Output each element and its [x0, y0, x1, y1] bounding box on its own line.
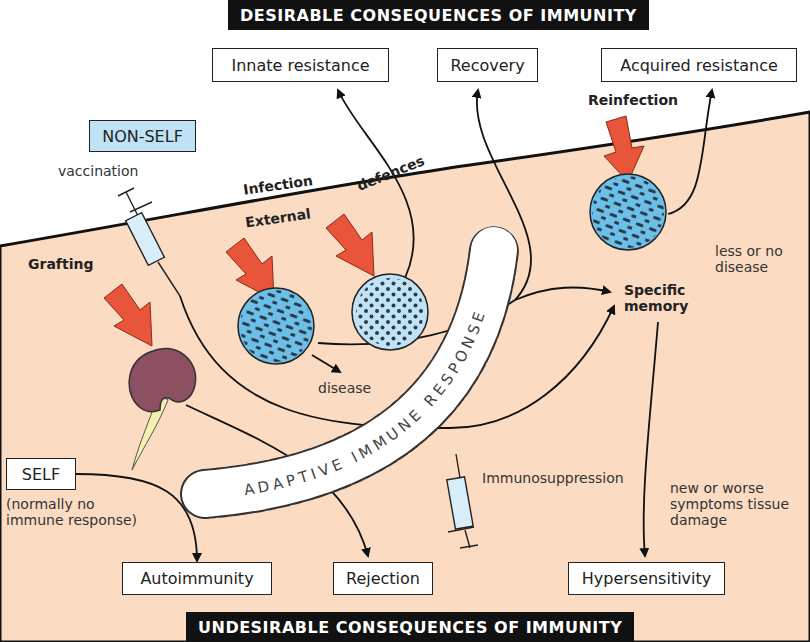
- outcome-box: Autoimmunity: [122, 562, 272, 595]
- outcome-box: Acquired resistance: [601, 48, 797, 82]
- box-label: Recovery: [442, 56, 532, 75]
- note-label: Specific memory: [624, 282, 700, 314]
- kidney: [129, 348, 196, 411]
- note-label: vaccination: [58, 163, 138, 179]
- non-self-box: NON-SELF: [89, 120, 196, 152]
- note-label: Infection: [242, 172, 314, 198]
- outcome-box: Recovery: [437, 48, 538, 82]
- note-label: disease: [318, 380, 371, 396]
- box-label: SELF: [14, 465, 68, 484]
- box-label: Autoimmunity: [132, 569, 261, 588]
- reinfection-arrow: [668, 90, 712, 214]
- band-label: ADAPTIVE IMMUNE RESPONSE: [243, 306, 490, 499]
- box-label: NON-SELF: [94, 127, 191, 146]
- note-label: (normally no immune response): [6, 496, 156, 528]
- band-text-guide: [205, 250, 499, 500]
- infection-circle: [238, 288, 314, 364]
- self-box: SELF: [6, 458, 76, 490]
- outcome-box: Hypersensitivity: [568, 562, 725, 595]
- graft-line: [186, 405, 368, 556]
- band-label-path: ADAPTIVE IMMUNE RESPONSE: [243, 306, 490, 499]
- immunosuppression-syringe: [447, 454, 478, 548]
- note-label: new or worse symptoms tissue damage: [670, 480, 798, 528]
- box-label: Innate resistance: [223, 56, 377, 75]
- note-label: Reinfection: [588, 92, 678, 108]
- band-fill: [205, 250, 494, 494]
- caption-banner: UNDESIRABLE CONSEQUENCES OF IMMUNITY: [186, 612, 634, 642]
- outcome-box: Innate resistance: [212, 48, 389, 82]
- reinfection-circle: [590, 174, 666, 250]
- graft-entry-arrow: [104, 284, 152, 346]
- title-banner: DESIRABLE CONSEQUENCES OF IMMUNITY: [228, 0, 649, 30]
- recovery-arrow: [477, 90, 531, 300]
- defence-circle: [352, 274, 428, 350]
- note-label: Immunosuppression: [482, 470, 624, 486]
- box-label: Rejection: [338, 569, 428, 588]
- vaccine-syringe: [118, 188, 180, 296]
- box-label: Hypersensitivity: [574, 569, 720, 588]
- disease-arrow: [312, 355, 340, 372]
- note-label: defences: [355, 152, 427, 194]
- outcome-box: Rejection: [333, 562, 433, 595]
- band-outline: [205, 250, 494, 494]
- note-label: less or no disease: [715, 243, 805, 275]
- hypersensitivity-arrow: [644, 322, 658, 556]
- body-surface: [0, 112, 810, 642]
- note-label: External: [244, 205, 312, 230]
- note-label: Grafting: [28, 256, 93, 272]
- reinfection-entry-arrow: [604, 116, 644, 182]
- defence-entry-arrow: [326, 214, 374, 276]
- box-label: Acquired resistance: [612, 56, 786, 75]
